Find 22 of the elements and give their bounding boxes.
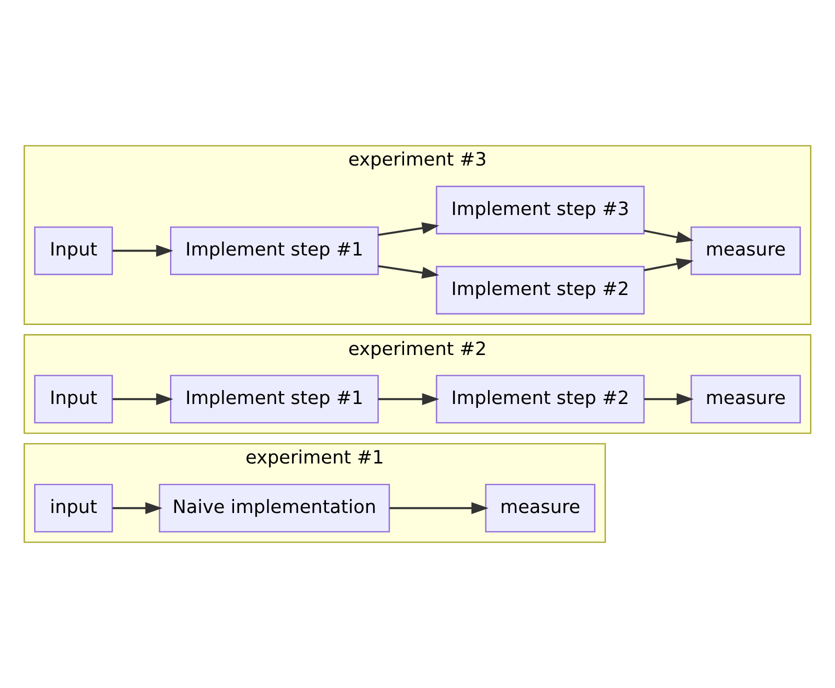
node-box: Implement step #2 <box>436 266 645 314</box>
arrow <box>378 222 440 236</box>
arrow <box>390 502 489 514</box>
arrow <box>644 258 694 272</box>
node-box: measure <box>485 484 596 532</box>
arrow <box>112 502 162 514</box>
node-box: measure <box>690 374 801 424</box>
node-box: input <box>34 484 113 532</box>
node-box: Implement step #1 <box>170 374 379 424</box>
node-box: Input <box>34 226 113 276</box>
node-box: Implement step #3 <box>436 186 645 234</box>
arrow <box>378 393 440 406</box>
node-box: Implement step #2 <box>436 374 645 424</box>
arrow <box>378 265 440 279</box>
arrow <box>644 393 694 406</box>
node-box: Naive implementation <box>158 484 390 532</box>
node-box: Implement step #1 <box>170 226 379 276</box>
node-box: Input <box>34 374 113 424</box>
arrow <box>644 230 694 244</box>
node-box: measure <box>690 226 801 276</box>
arrow <box>112 244 174 257</box>
arrow <box>112 393 174 406</box>
